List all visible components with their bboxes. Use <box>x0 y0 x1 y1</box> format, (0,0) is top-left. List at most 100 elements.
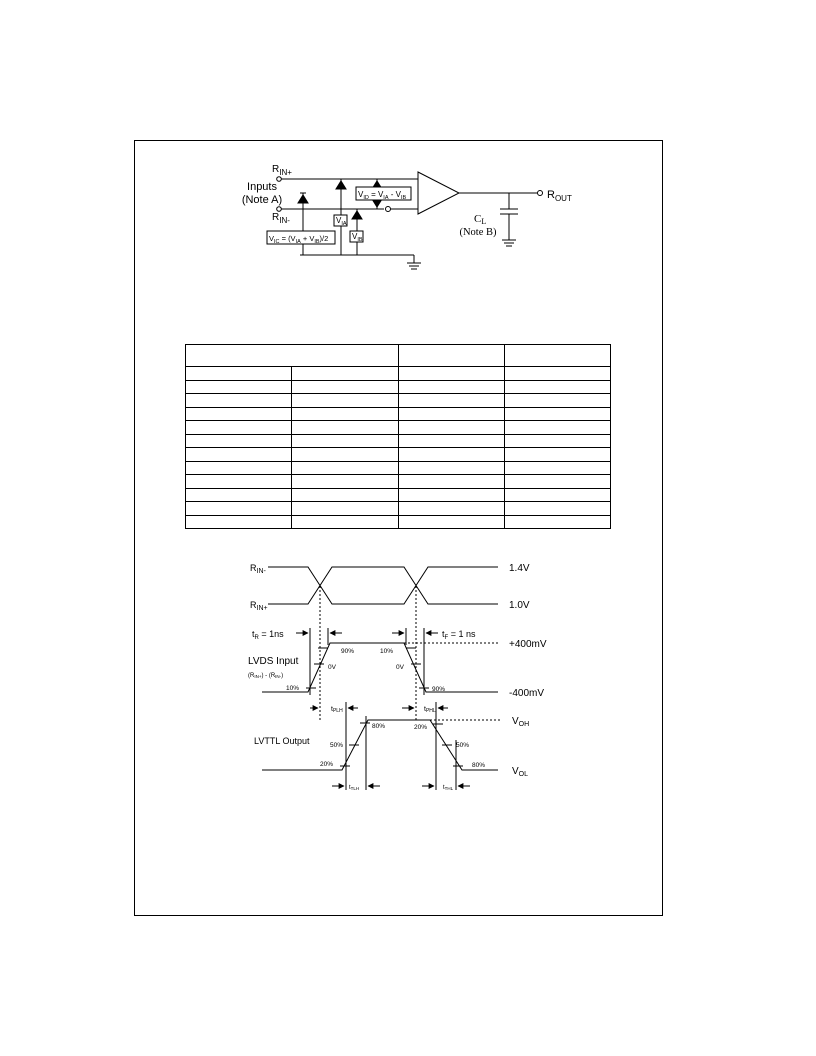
label-vib: VIB <box>352 232 363 243</box>
pct-80-fall: 80% <box>472 762 485 769</box>
page-frame <box>134 140 663 916</box>
table-row <box>184 366 612 381</box>
timing-diagram <box>262 566 500 790</box>
table-cell <box>291 501 398 516</box>
table-cell <box>291 474 398 489</box>
table-cell <box>291 460 398 475</box>
table-cell <box>503 379 612 394</box>
table-cell <box>397 474 505 489</box>
table-cell <box>291 379 398 394</box>
pct-90-rise: 90% <box>341 648 354 655</box>
table-row <box>184 406 612 421</box>
table-cell <box>291 433 398 448</box>
label-tphl: tPHL <box>424 706 436 714</box>
label-lvds-expr: (RIN+) - (RIN-) <box>248 673 283 679</box>
table-cell <box>503 474 612 489</box>
table-cell <box>503 514 612 529</box>
pct-0v-fall: 0V <box>396 664 405 671</box>
label-ttlh: tTLH <box>349 785 359 791</box>
pct-20-rise: 20% <box>320 761 333 768</box>
table-cell <box>291 420 398 435</box>
table-cell <box>503 366 612 381</box>
label-plus400: +400mV <box>509 639 547 650</box>
table-cell <box>397 420 505 435</box>
table-cell <box>184 420 292 435</box>
label-inputs-note: (Note A) <box>242 194 282 206</box>
table-cell <box>397 514 505 529</box>
pct-20-fall: 20% <box>414 724 427 731</box>
table-cell <box>503 344 612 367</box>
label-vid: VID = VIA - VIB <box>358 190 406 201</box>
circuit-labels: RIN+ RIN- Inputs (Note A) VID = VIA - VI… <box>242 164 572 245</box>
table-cell <box>397 433 505 448</box>
pct-50-rise: 50% <box>330 742 343 749</box>
label-vol: VOL <box>512 766 528 778</box>
timing-rin-minus: RIN- <box>250 563 267 575</box>
table-cell <box>184 514 292 529</box>
table-cell <box>185 344 398 367</box>
table-cell <box>397 501 505 516</box>
label-rin-minus: RIN- <box>272 212 290 225</box>
table-cell <box>503 460 612 475</box>
table-row <box>184 514 612 529</box>
table-row <box>184 460 612 475</box>
table-row <box>184 447 612 462</box>
table-cell <box>184 393 292 408</box>
label-vic: VIC = (VIA + VIB)/2 <box>269 234 328 245</box>
label-cl: CL <box>474 213 486 226</box>
timing-v-high: 1.4V <box>509 563 530 574</box>
pct-0v-rise: 0V <box>328 664 337 671</box>
table-header-row <box>185 344 612 367</box>
table-cell <box>184 447 292 462</box>
table-cell <box>503 393 612 408</box>
table-cell <box>397 379 505 394</box>
label-rin-plus: RIN+ <box>272 164 292 177</box>
table-cell <box>184 474 292 489</box>
label-lvds-input: LVDS Input <box>248 656 299 667</box>
table-cell <box>503 487 612 502</box>
label-inputs: Inputs <box>247 181 277 193</box>
table-cell <box>503 406 612 421</box>
table-cell <box>397 487 505 502</box>
label-tplh: tPLH <box>331 706 343 714</box>
pct-10-rise: 10% <box>286 685 299 692</box>
label-minus400: -400mV <box>509 688 544 699</box>
table-cell <box>184 366 292 381</box>
table-cell <box>291 514 398 529</box>
table-row <box>184 487 612 502</box>
pct-80-rise: 80% <box>372 723 385 730</box>
table-cell <box>184 433 292 448</box>
table-cell <box>397 406 505 421</box>
table-cell <box>291 393 398 408</box>
label-tr: tR = 1ns <box>252 629 284 641</box>
table-cell <box>397 393 505 408</box>
timing-rin-plus: RIN+ <box>250 600 268 612</box>
table-row <box>184 420 612 435</box>
table-cell <box>184 501 292 516</box>
label-cl-note: (Note B) <box>459 227 497 238</box>
table-cell <box>503 433 612 448</box>
label-via: VIA <box>336 216 347 227</box>
table-cell <box>291 366 398 381</box>
table-row <box>184 379 612 394</box>
table-row <box>184 501 612 516</box>
label-lvttl-output: LVTTL Output <box>254 736 310 746</box>
table-cell <box>503 501 612 516</box>
timing-labels: RIN- RIN+ 1.4V 1.0V tR = 1ns tF = 1 ns +… <box>248 563 547 791</box>
table-cell <box>397 366 505 381</box>
table-row <box>184 393 612 408</box>
table-cell <box>184 379 292 394</box>
timing-v-low: 1.0V <box>509 600 530 611</box>
table-cell <box>184 487 292 502</box>
pct-10-fall: 10% <box>380 648 393 655</box>
table-cell <box>503 420 612 435</box>
table-cell <box>397 344 505 367</box>
table-cell <box>291 406 398 421</box>
pct-90-fall: 90% <box>432 686 445 693</box>
label-rout: ROUT <box>547 189 572 203</box>
table-cell <box>291 487 398 502</box>
table-row <box>184 474 612 489</box>
table-cell <box>291 447 398 462</box>
pct-50-fall: 50% <box>456 742 469 749</box>
